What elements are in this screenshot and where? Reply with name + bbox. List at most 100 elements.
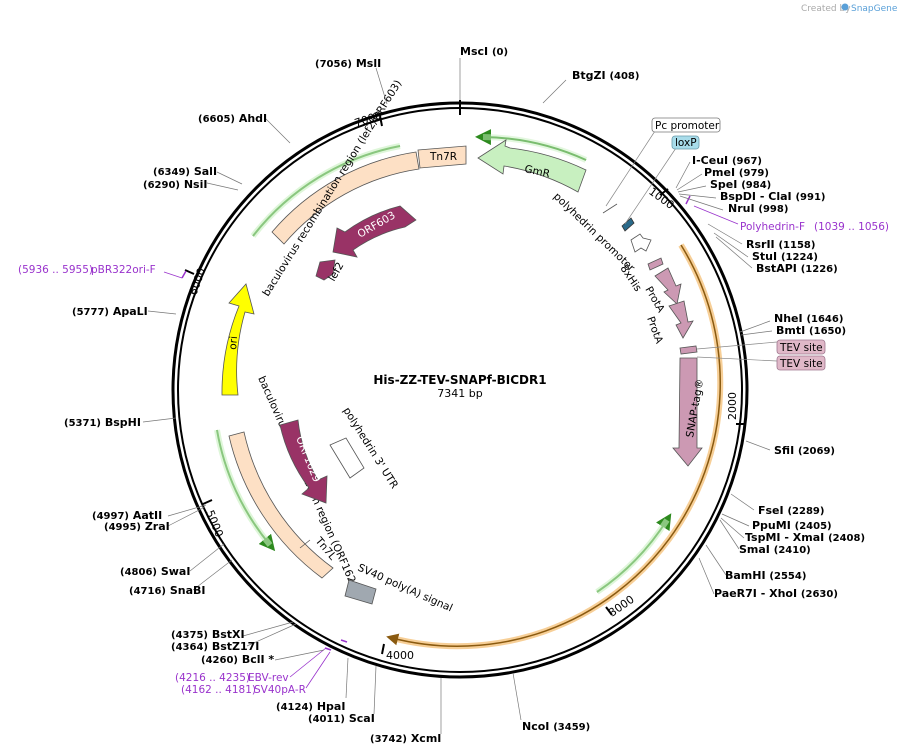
svg-text:TEV site: TEV site xyxy=(779,342,823,354)
tick-label-2000: 2000 xyxy=(726,392,739,420)
primer-sv40pa-r xyxy=(305,647,332,689)
primer-polyhedrin-f xyxy=(685,195,739,225)
primer-polyhedrin-f-name: Polyhedrin-F xyxy=(740,221,805,233)
orf603-feature xyxy=(332,205,417,258)
prota2-feature xyxy=(668,300,694,339)
site-bmtI: BmtI (1650) xyxy=(776,324,846,337)
site-bsphI: (5371) BspHI xyxy=(64,416,141,429)
insert-right-halo xyxy=(595,518,670,595)
site-rsrII: RsrII (1158) xyxy=(746,238,815,251)
bac-right-direction-halo xyxy=(214,429,273,547)
polyhedrin-promoter-label: polyhedrin promoter xyxy=(551,191,637,275)
site-paer7I: PaeR7I - XhoI (2630) xyxy=(714,587,838,600)
orf1629-feature xyxy=(279,419,328,504)
site-stuI: StuI (1224) xyxy=(752,250,818,263)
site-swaI: (4806) SwaI xyxy=(120,565,190,578)
svg-text:SnapGene: SnapGene xyxy=(851,4,898,14)
site-xcmI: (3742) XcmI xyxy=(370,732,441,745)
site-leaders xyxy=(142,58,773,734)
svg-text:loxP: loxP xyxy=(675,137,697,149)
tev-site-2-box: TEV site xyxy=(696,355,826,371)
site-i-ceuI: I-CeuI (967) xyxy=(692,154,762,167)
site-smaI: SmaI (2410) xyxy=(739,543,811,556)
site-hpaI: (4124) HpaI xyxy=(276,700,345,713)
site-btgzI: BtgZI (408) xyxy=(572,69,639,82)
bac-region-left-feature xyxy=(271,151,420,245)
polyhedrin-promoter-feature xyxy=(630,233,652,253)
site-aatII: (4997) AatII xyxy=(92,509,162,522)
svg-text:Pc promoter: Pc promoter xyxy=(655,120,720,132)
site-bstxI: (4375) BstXI xyxy=(171,628,245,641)
site-speI: SpeI (984) xyxy=(710,178,771,191)
site-nheI: NheI (1646) xyxy=(774,312,843,325)
tev-site-1-box: TEV site xyxy=(696,339,826,355)
prota1-label: ProtA xyxy=(642,285,667,316)
site-fseI: FseI (2289) xyxy=(758,504,824,517)
lef2-feature xyxy=(315,259,336,281)
site-apalI: (5777) ApaLI xyxy=(72,305,148,318)
gmr-direction-halo xyxy=(482,134,588,163)
bac-left-direction-halo xyxy=(250,143,401,238)
primer-pbr322ori-f xyxy=(163,270,187,279)
primer-polyhedrin-f-pos: (1039 .. 1056) xyxy=(814,221,889,233)
ori-label: ori xyxy=(227,336,240,351)
site-snabI: (4716) SnaBI xyxy=(129,584,205,597)
gmr-feature xyxy=(477,139,587,193)
primer-pbr322ori-f-name: pBR322ori-F xyxy=(91,264,156,276)
prota1-feature xyxy=(654,267,682,305)
ori-feature xyxy=(221,283,255,396)
site-ncoI: NcoI (3459) xyxy=(522,720,590,733)
site-bstz17I: (4364) BstZ17I xyxy=(171,640,259,653)
site-zraI: (4995) ZraI xyxy=(104,520,170,533)
site-nsiI: (6290) NsiI xyxy=(143,178,207,191)
svg-text:Created by: Created by xyxy=(801,4,851,14)
primer-pbr322ori-f-pos: (5936 .. 5955) xyxy=(18,264,93,276)
bac-region-right-feature xyxy=(228,431,334,579)
tn7l-divider xyxy=(299,539,311,549)
site-scaI: (4011) ScaI xyxy=(308,712,375,725)
pc-promoter-feature xyxy=(602,203,618,214)
tick-label-6000: 6000 xyxy=(187,266,209,297)
tev1-feature xyxy=(679,345,698,355)
primer-sv40pa-r-name: SV40pA-R xyxy=(254,684,306,696)
orf-orange-arc-line xyxy=(386,244,722,647)
prota2-label: ProtA xyxy=(644,315,665,346)
site-bamhI: BamHI (2554) xyxy=(725,569,806,582)
site-pmeI: PmeI (979) xyxy=(704,166,769,179)
site-ahdI: (6605) AhdI xyxy=(198,112,267,125)
snapgene-credit: Created by SnapGene xyxy=(801,3,898,14)
site-tspmI: TspMI - XmaI (2408) xyxy=(745,531,865,544)
site-ppumI: PpuMI (2405) xyxy=(752,519,832,532)
site-salI: (6349) SalI xyxy=(153,165,217,178)
loxp-feature xyxy=(621,217,635,232)
plasmid-length: 7341 bp xyxy=(437,387,482,400)
tick-label-4000: 4000 xyxy=(386,649,414,662)
tn7r-feature xyxy=(417,145,467,169)
site-nruI: NruI (998) xyxy=(728,202,788,215)
coordinate-ticks xyxy=(184,100,746,655)
site-mslI: (7056) MslI xyxy=(315,57,381,70)
snap-feature xyxy=(672,357,703,467)
site-sfiI: SfiI (2069) xyxy=(774,444,835,457)
svg-text:TEV site: TEV site xyxy=(779,358,823,370)
his-label: 8xHis xyxy=(618,263,644,294)
primer-sv40pa-r-pos: (4162 .. 4181) xyxy=(181,684,256,696)
sv40-feature xyxy=(344,579,377,605)
site-bstapI: BstAPI (1226) xyxy=(756,262,838,275)
tick-label-1000: 1000 xyxy=(646,185,676,212)
restriction-sites: MscI (0) BtgZI (408) I-CeuI (967) PmeI (… xyxy=(64,45,865,745)
primer-ebv-rev-pos: (4216 .. 4235) xyxy=(175,672,250,684)
site-bspdI: BspDI - ClaI (991) xyxy=(720,190,825,203)
loxp-box: loxP xyxy=(624,135,700,225)
primer-ebv-rev-name: EBV-rev xyxy=(248,672,289,684)
polyhedrin-utr-feature xyxy=(329,437,365,479)
primer-ebv-rev xyxy=(289,639,348,678)
pc-promoter-box: Pc promoter xyxy=(605,117,721,207)
gmr-label: GmR xyxy=(523,163,551,180)
site-bclI: (4260) BclI * xyxy=(201,653,274,666)
his-feature xyxy=(647,257,664,271)
site-mscI: MscI (0) xyxy=(460,45,508,58)
tn7r-label-text: Tn7R xyxy=(429,151,457,163)
plasmid-name: His-ZZ-TEV-SNAPf-BICDR1 xyxy=(373,373,546,387)
